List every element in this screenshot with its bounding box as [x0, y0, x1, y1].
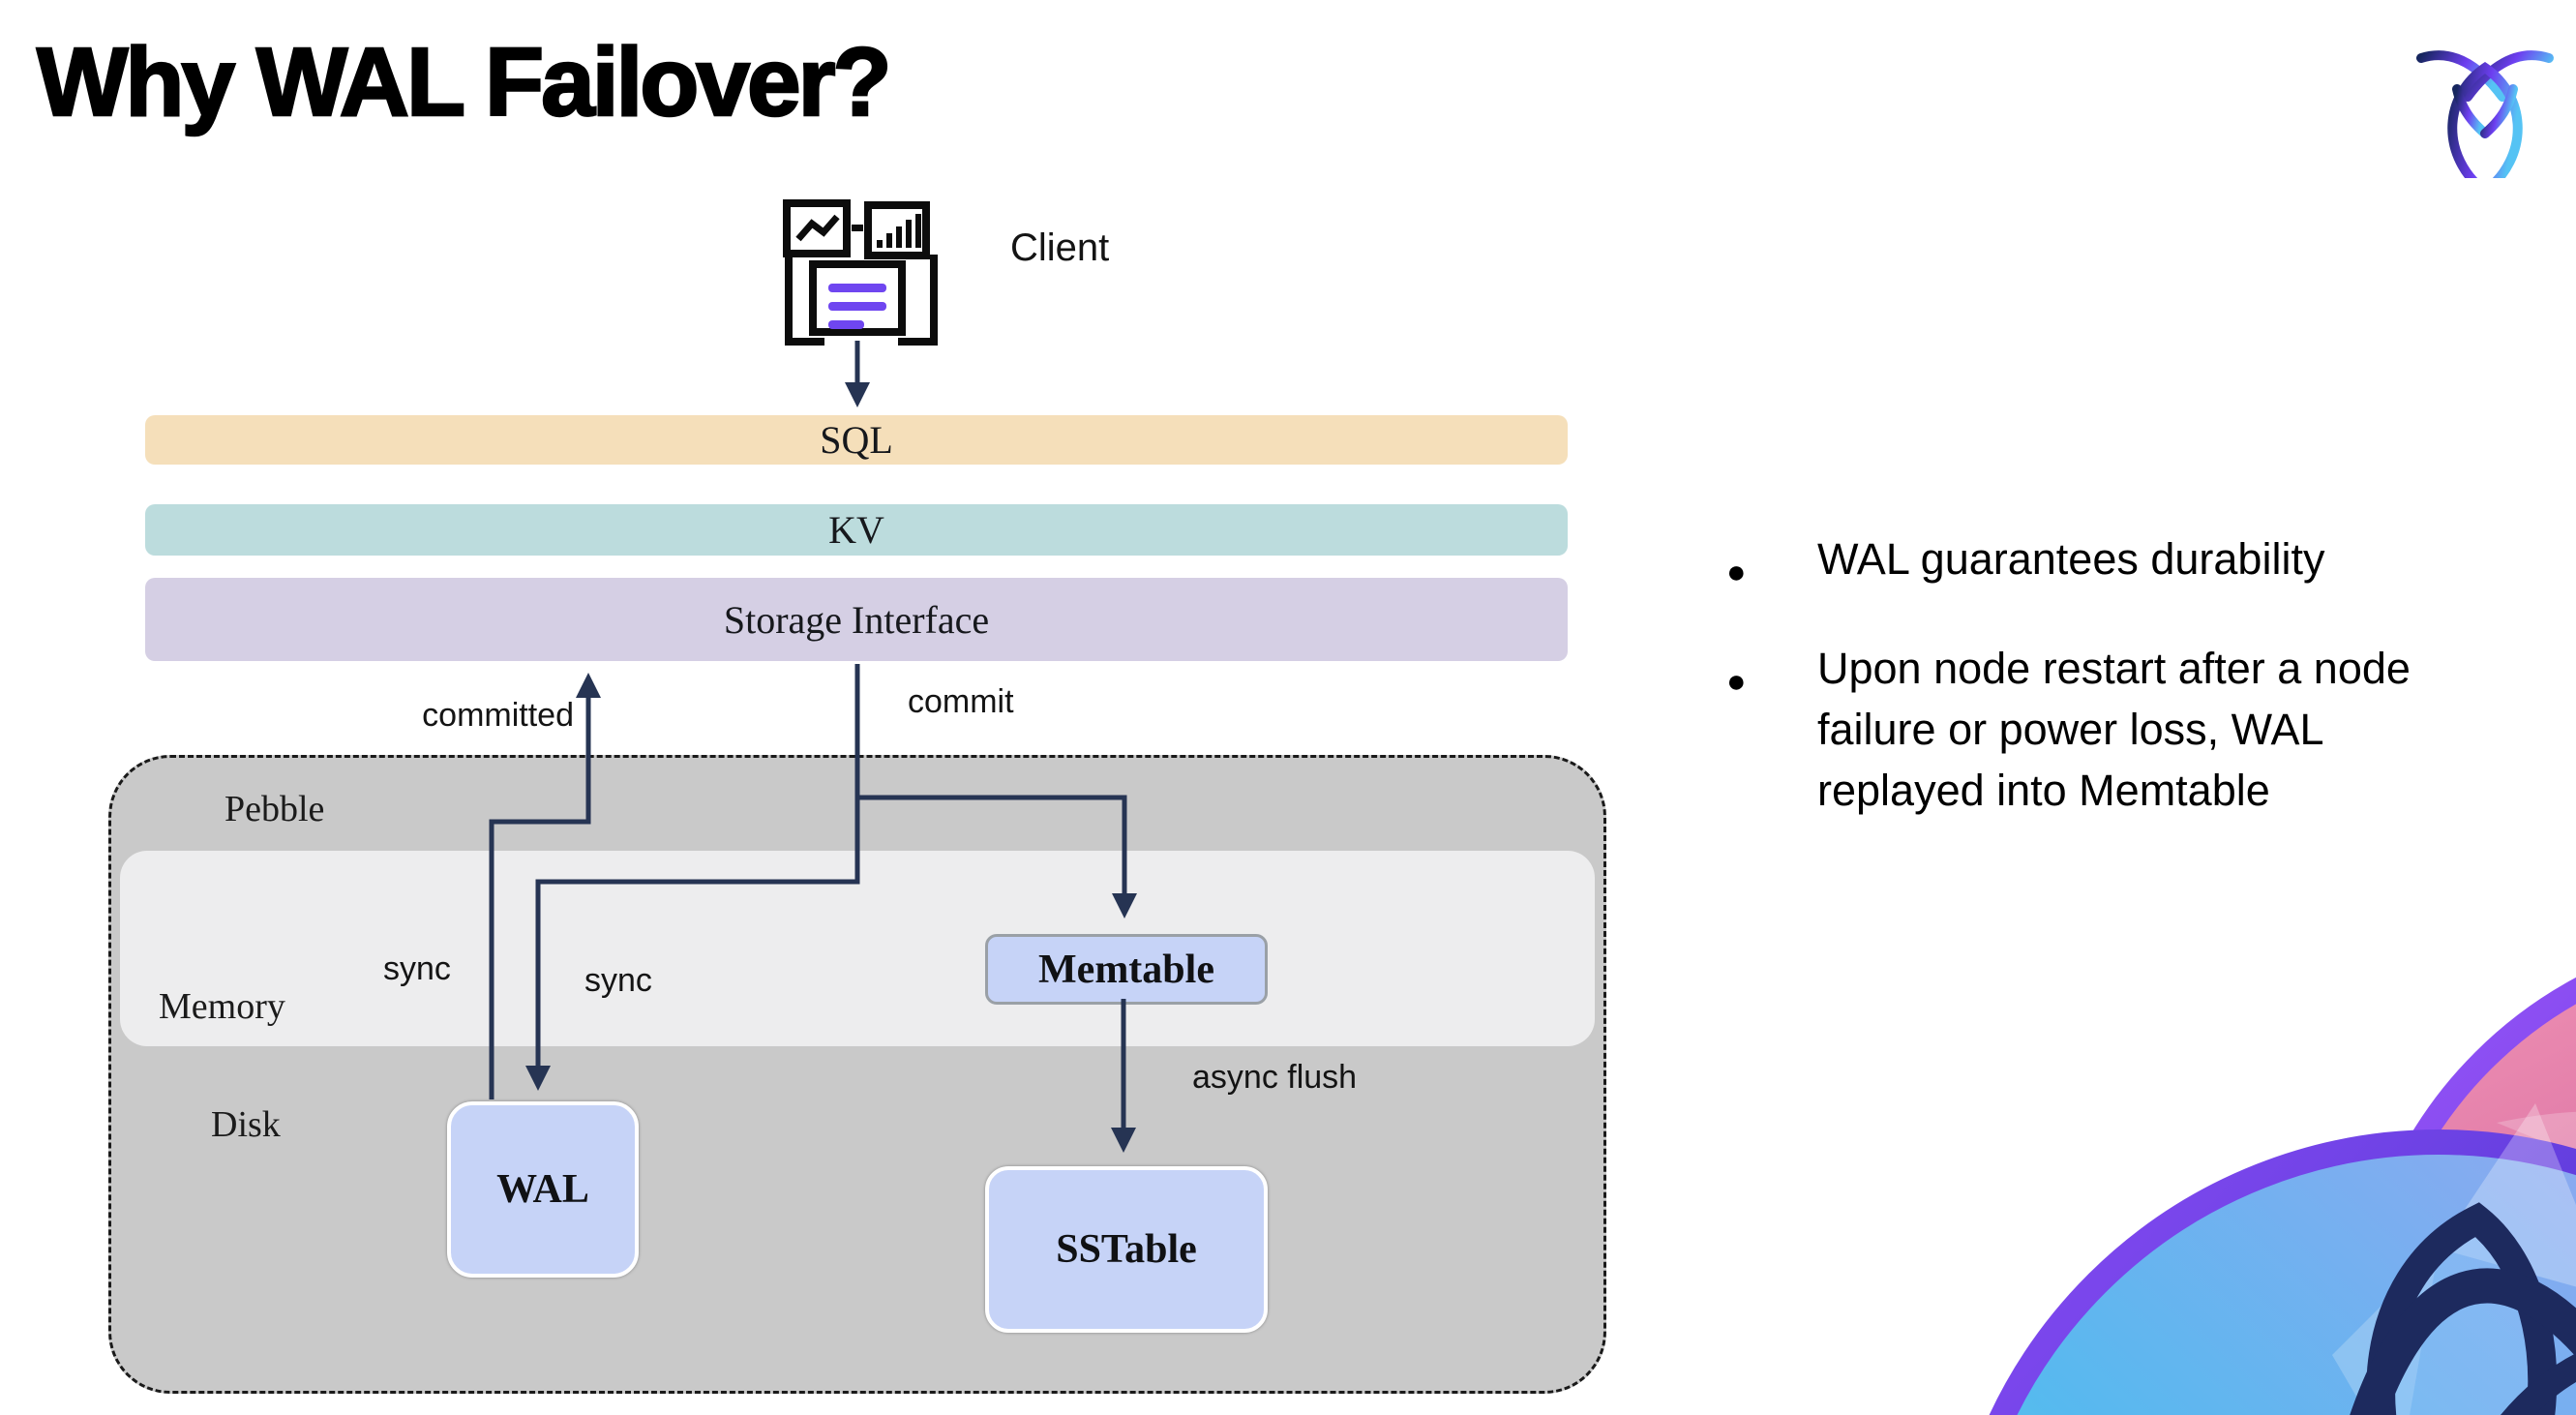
list-item: ● WAL guarantees durability: [1722, 528, 2458, 590]
edge-label-committed: committed: [422, 697, 574, 734]
wal-box: WAL: [447, 1101, 639, 1278]
pebble-label: Pebble: [225, 789, 325, 829]
memtable-box-label: Memtable: [1038, 947, 1214, 992]
layer-bar-kv: KV: [145, 504, 1568, 556]
sstable-box-label: SSTable: [1056, 1227, 1197, 1272]
bullet-text: Upon node restart after a node failure o…: [1817, 644, 2411, 815]
cockroachdb-logo-icon: [2416, 50, 2554, 178]
cockroach-brand-artwork: [1989, 978, 2576, 1415]
edge-label-commit: commit: [908, 683, 1014, 720]
layer-label-sql: SQL: [820, 418, 893, 462]
bullet-text: WAL guarantees durability: [1817, 534, 2325, 584]
memtable-box: Memtable: [985, 934, 1268, 1005]
bullet-dot-icon: ●: [1726, 554, 1747, 590]
edge-label-sync-right: sync: [584, 962, 652, 999]
disk-label: Disk: [211, 1104, 281, 1145]
client-label: Client: [1010, 226, 1110, 269]
bullet-dot-icon: ●: [1726, 663, 1747, 700]
bullet-list: ● WAL guarantees durability ● Upon node …: [1722, 528, 2458, 869]
edge-label-sync-left: sync: [383, 950, 451, 987]
layer-bar-sql: SQL: [145, 415, 1568, 465]
edge-label-async-flush: async flush: [1192, 1059, 1358, 1096]
memory-band: [120, 851, 1595, 1046]
page-title: Why WAL Failover?: [36, 27, 893, 138]
layer-label-storage-interface: Storage Interface: [723, 597, 990, 642]
client-dashboard-icon: [783, 199, 938, 346]
memory-label: Memory: [159, 986, 285, 1027]
sstable-box: SSTable: [985, 1166, 1268, 1333]
layer-bar-storage-interface: Storage Interface: [145, 578, 1568, 661]
wal-box-label: WAL: [496, 1167, 589, 1212]
list-item: ● Upon node restart after a node failure…: [1722, 638, 2458, 821]
layer-label-kv: KV: [828, 508, 884, 552]
